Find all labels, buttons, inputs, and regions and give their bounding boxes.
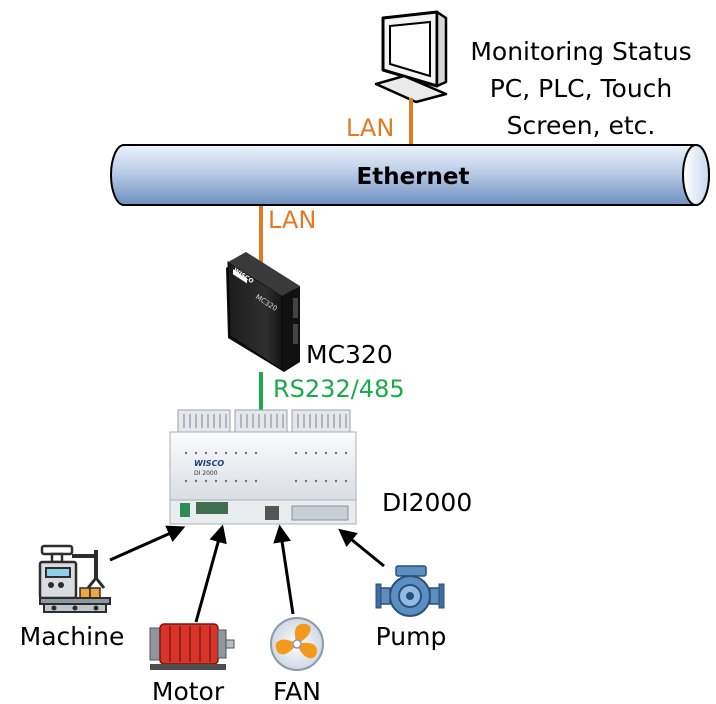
motor-icon [149, 623, 235, 670]
motor-label: Motor [152, 677, 225, 704]
ethernet-label: Ethernet [357, 164, 470, 190]
module-model-text: DI 2000 [194, 470, 218, 477]
monitor-label-line-2: PC, PLC, Touch [490, 74, 673, 103]
fan-arrow [273, 524, 295, 615]
pump-arrow [338, 528, 385, 568]
monitor-label-line-1: Monitoring Status [470, 37, 691, 66]
mc320-gateway-image [226, 252, 300, 372]
module-brand-text: WISCO [194, 459, 224, 468]
di2000-module-image [169, 409, 357, 525]
fan-label: FAN [273, 677, 321, 704]
machine-arrow [109, 525, 186, 562]
lan-label-bottom: LAN [268, 206, 316, 234]
monitor-label-line-3: Screen, etc. [507, 111, 656, 140]
pump-label: Pump [376, 622, 447, 651]
io-module-label: DI2000 [382, 488, 472, 517]
gateway-label: MC320 [306, 340, 393, 369]
machine-label: Machine [20, 622, 125, 651]
machine-icon [38, 544, 111, 613]
ethernet-pipe [110, 144, 710, 206]
fan-icon [270, 617, 324, 671]
lan-label-top: LAN [346, 114, 394, 142]
motor-arrow [194, 524, 227, 623]
pump-icon [375, 565, 445, 617]
monitor-icon [374, 10, 448, 104]
serial-label: RS232/485 [273, 375, 405, 403]
